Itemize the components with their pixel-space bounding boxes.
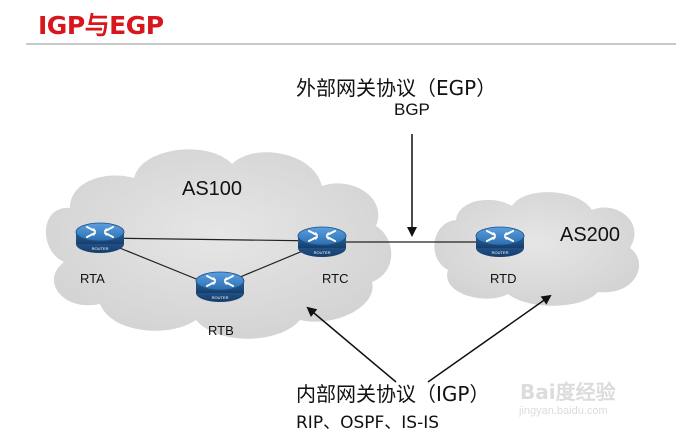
title-divider — [26, 43, 676, 45]
router-rtc: ROUTER — [297, 226, 347, 258]
igp-protocols: RIP、OSPF、IS-IS — [296, 413, 440, 433]
link-rta-rtc — [99, 237, 323, 242]
router-rta-badge: ROUTER — [92, 246, 109, 251]
router-rta-label: RTA — [80, 271, 105, 286]
router-rtb: ROUTER — [195, 271, 245, 303]
router-rtb-label: RTB — [208, 323, 234, 338]
igp-arrow-as100 — [306, 306, 397, 383]
watermark-brand: Bai度经验 — [520, 380, 616, 404]
router-rtc-badge: ROUTER — [314, 250, 331, 255]
router-rtc-label: RTC — [322, 271, 349, 286]
page-title: IGP与EGP — [38, 11, 164, 40]
arrows — [306, 134, 552, 383]
igp-arrow-as200 — [427, 294, 552, 383]
as200-label: AS200 — [560, 224, 621, 246]
egp-label: 外部网关协议（EGP） — [296, 76, 497, 100]
router-rtd: ROUTER — [475, 226, 525, 258]
router-rtb-badge: ROUTER — [212, 295, 229, 300]
igp-label: 内部网关协议（IGP） — [296, 382, 490, 406]
watermark-url: jingyan.baidu.com — [519, 405, 608, 417]
router-rta: ROUTER — [75, 222, 125, 254]
as200-cloud — [434, 192, 640, 306]
router-rtd-label: RTD — [490, 271, 517, 286]
egp-protocol: BGP — [394, 100, 430, 119]
as100-cloud — [45, 149, 392, 339]
router-rtd-badge: ROUTER — [492, 250, 509, 255]
as100-label: AS100 — [182, 178, 243, 200]
